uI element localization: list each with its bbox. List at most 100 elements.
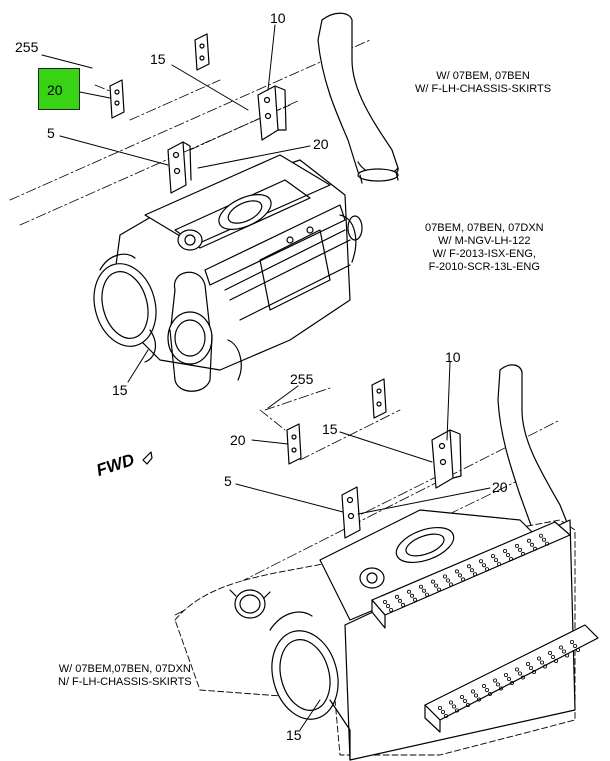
top-bracket-5 [167, 141, 192, 194]
bottom-exhaust-pipe [497, 364, 571, 539]
callout-15-bottom-lower[interactable]: 15 [286, 727, 302, 743]
callout-20-bottom-right[interactable]: 20 [492, 479, 508, 495]
step-hole [484, 567, 489, 572]
callout-20-bottom-left[interactable]: 20 [230, 432, 246, 448]
step-hole [492, 678, 497, 683]
step-hole [526, 662, 531, 667]
note-line: W/ 07BEM,07BEN, 07DXN [58, 663, 191, 675]
step-hole [454, 569, 459, 574]
step-hole [542, 537, 547, 542]
step-hole [548, 651, 553, 656]
step-hole [421, 588, 426, 593]
step-hole [430, 579, 435, 584]
step-hole [487, 692, 492, 697]
step-hole [537, 656, 542, 661]
callout-15-top-lower[interactable]: 15 [112, 382, 128, 398]
step-hole [508, 557, 513, 562]
step-hole [515, 667, 520, 672]
callout-15-top-upper[interactable]: 15 [150, 51, 166, 67]
step-hole [484, 688, 489, 693]
step-hole [472, 572, 477, 577]
callout-255-top[interactable]: 255 [15, 39, 39, 55]
callout-10-top[interactable]: 10 [270, 10, 286, 26]
step-hole [521, 551, 526, 556]
step-hole [490, 554, 495, 559]
step-hole [440, 710, 445, 715]
step-hole [539, 533, 544, 538]
step-hole [576, 648, 581, 653]
note-line: W/ F-LH-CHASSIS-SKIRTS [415, 83, 552, 95]
bottom-bracket-5 [341, 486, 361, 539]
step-hole [470, 689, 475, 694]
step-hole [495, 682, 500, 687]
step-perforations [382, 533, 581, 719]
bottom-bracket-20-small [286, 423, 302, 465]
step-hole [543, 664, 548, 669]
step-hole [473, 693, 478, 698]
step-hole [545, 541, 550, 546]
callout-10-bottom[interactable]: 10 [445, 349, 461, 365]
step-hole [424, 592, 429, 597]
callout-20-top-right[interactable]: 20 [313, 136, 329, 152]
note-top-right-1: W/ 07BEM, 07BEN W/ F-LH-CHASSIS-SKIRTS [415, 70, 551, 96]
top-bracket-20-small [109, 79, 125, 119]
step-hole [457, 573, 462, 578]
step-hole [443, 714, 448, 719]
top-aftertreatment-body [109, 154, 363, 371]
highlighted-callout-label: 20 [47, 82, 63, 98]
bottom-assembly [174, 364, 599, 761]
top-left-canister [93, 253, 157, 363]
step-hole [382, 600, 387, 605]
highlighted-callout-20[interactable]: 20 [38, 68, 80, 110]
step-hole [478, 559, 483, 564]
step-hole [448, 700, 453, 705]
step-hole [448, 582, 453, 587]
top-front-canister [167, 271, 242, 392]
step-hole [400, 602, 405, 607]
step-hole [554, 659, 559, 664]
step-hole [498, 686, 503, 691]
step-hole [466, 564, 471, 569]
note-line: 07BEM, 07BEN, 07DXN [425, 222, 544, 234]
leader-lines [41, 24, 491, 731]
top-bracket-10 [257, 85, 287, 141]
step-hole [454, 708, 459, 713]
step-hole [394, 594, 399, 599]
step-hole [460, 577, 465, 582]
step-hole [445, 578, 450, 583]
step-hole [502, 549, 507, 554]
step-hole [469, 568, 474, 573]
step-hole [462, 699, 467, 704]
fwd-arrow-icon [142, 451, 153, 465]
bottom-bracket-upper [371, 378, 387, 419]
bottom-aftertreatment-body [319, 509, 541, 621]
step-hole [418, 584, 423, 589]
step-hole [509, 681, 514, 686]
step-hole [518, 547, 523, 552]
step-hole [442, 574, 447, 579]
note-line: F-2010-SCR-13L-ENG [428, 261, 540, 273]
step-hole [409, 593, 414, 598]
step-hole [465, 703, 470, 708]
note-line: W/ M-NGV-LH-122 [438, 235, 531, 247]
note-top-right-2: 07BEM, 07BEN, 07DXN W/ M-NGV-LH-122 W/ F… [425, 222, 544, 274]
step-hole [505, 553, 510, 558]
note-line: W/ F-2013-ISX-ENG, [432, 248, 536, 260]
callout-5-bottom[interactable]: 5 [224, 473, 232, 489]
callout-255-bottom[interactable]: 255 [290, 371, 314, 387]
top-exhaust-pipe [317, 12, 399, 184]
step-hole [570, 640, 575, 645]
step-hole [559, 645, 564, 650]
step-hole [476, 697, 481, 702]
step-hole [529, 666, 534, 671]
step-hole [496, 562, 501, 567]
step-hole [515, 543, 520, 548]
callout-15-bottom-upper[interactable]: 15 [322, 421, 338, 437]
step-hole [532, 670, 537, 675]
step-hole [481, 563, 486, 568]
bottom-left-canister [269, 611, 351, 761]
step-hole [433, 583, 438, 588]
callout-5-top[interactable]: 5 [47, 125, 55, 141]
step-hole [551, 655, 556, 660]
